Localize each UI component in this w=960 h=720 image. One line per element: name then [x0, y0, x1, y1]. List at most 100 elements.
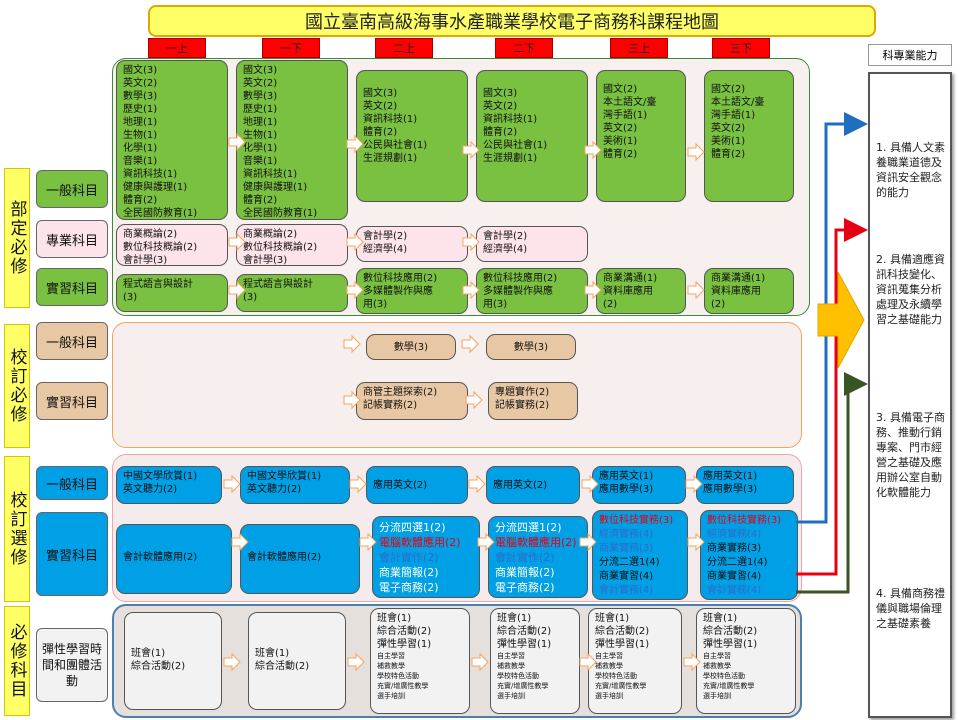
course-line: 會計實作(2)	[495, 551, 555, 564]
course-box: 商業溝通(1) 資料庫應用 (2)	[704, 268, 794, 314]
section-label-school-required: 校訂必修	[4, 324, 30, 448]
course-line: 綜合活動(2)	[595, 626, 650, 637]
course-line-small: 選手培訓	[703, 692, 731, 700]
course-box: 分流四選1(2)電腦軟體應用(2)會計實作(2)商業簡報(2)電子商務(2)	[488, 516, 588, 598]
course-line-small: 學校特色活動	[377, 672, 419, 680]
course-line: 公民與社會(1)	[483, 140, 548, 151]
course-line: (2)	[711, 299, 726, 310]
course-box: 國文(2)本土語文/臺灣手語(1)英文(2)美術(1)體育(2)	[596, 70, 686, 202]
course-line: 地理(1)	[243, 117, 278, 128]
course-line: 電子商務(2)	[495, 581, 555, 594]
course-line: 應用英文(1)	[703, 471, 758, 482]
course-line-small: 選手培訓	[497, 692, 525, 700]
course-box: 中國文學欣賞(1)英文聽力(2)	[240, 466, 350, 504]
course-line-small: 充實/增廣性教學	[377, 682, 429, 690]
course-line: 灣手語(1)	[711, 110, 756, 121]
course-line: 美術(1)	[711, 136, 746, 147]
course-line: 英文聽力(2)	[123, 484, 178, 495]
category-dept-practice: 實習科目	[36, 268, 108, 306]
course-line: 體育(2)	[243, 195, 278, 206]
course-line: 生物(1)	[123, 130, 158, 141]
course-line: 體育(2)	[363, 127, 398, 138]
course-line: 記帳實務(2)	[495, 400, 550, 411]
course-line: 綜合活動(2)	[255, 661, 310, 672]
course-line: 彈性學習(1)	[703, 639, 758, 650]
course-line: 經濟實務(4)	[707, 529, 762, 540]
course-box: 數學(3)	[366, 334, 456, 360]
course-box: 國文(3)英文(2)資訊科技(1)體育(2)公民與社會(1)生涯規劃(1)	[476, 70, 588, 202]
course-line: 化學(1)	[123, 143, 158, 154]
course-line: 健康與護理(1)	[243, 182, 308, 193]
course-line: 數學(3)	[513, 342, 549, 353]
section-label-required-subjects: 必修科目	[4, 606, 30, 716]
course-line: 全民國防教育(1)	[243, 208, 318, 219]
course-box: 數位科技應用(2)多媒體製作與應用(3)	[476, 268, 588, 314]
semester-2-1: 二上	[375, 38, 433, 58]
course-line: 商業概論(2)	[123, 229, 178, 240]
course-line: 電子商務(2)	[379, 581, 439, 594]
course-line: 商業簡報(2)	[379, 566, 439, 579]
course-box: 數位科技應用(2)多媒體製作與應用(3)	[356, 268, 468, 314]
course-box: 數學(3)	[486, 334, 576, 360]
course-line: 商業概論(2)	[243, 229, 298, 240]
course-line: 班會(1)	[703, 613, 738, 624]
course-box: 班會(1)綜合活動(2)彈性學習(1)自主學習補救教學學校特色活動充實/增廣性教…	[370, 608, 470, 714]
semester-1-1: 一上	[148, 38, 206, 58]
course-box: 數位科技實務(3)經濟實務(4)商業實務(3)分流二選1(4)商業實習(4)會計…	[700, 510, 798, 600]
course-line: 數學(3)	[123, 91, 158, 102]
section-label-school-elective: 校訂選修	[4, 456, 30, 602]
category-sch-req-practice: 實習科目	[36, 382, 108, 420]
course-line: 分流四選1(2)	[495, 521, 562, 534]
section-label-dept-required: 部定必修	[4, 168, 30, 308]
course-line: 商業實習(4)	[707, 571, 762, 582]
course-line: 資料庫應用	[711, 286, 761, 297]
course-line: 國文(3)	[363, 88, 398, 99]
course-line: 分流二選1(4)	[707, 557, 768, 568]
course-line: 資訊科技(1)	[123, 169, 178, 180]
course-line: 商業簡報(2)	[495, 566, 555, 579]
capability-4: 4. 具備商務禮儀與職場倫理之基礎素養	[876, 587, 945, 630]
course-box: 國文(3)英文(2)資訊科技(1)體育(2)公民與社會(1)生涯規劃(1)	[356, 70, 468, 202]
category-dept-professional: 專業科目	[36, 220, 108, 258]
course-line: 全民國防教育(1)	[123, 208, 198, 219]
course-line: 會計學(2)	[483, 231, 528, 242]
course-line: (3)	[243, 292, 258, 303]
category-flex: 彈性學習時間和團體活動	[36, 628, 108, 702]
category-elec-general: 一般科目	[36, 466, 108, 500]
course-box: 程式語言與設計(3)	[236, 274, 348, 312]
course-line: 英文(2)	[483, 101, 518, 112]
course-line: 班會(1)	[377, 613, 412, 624]
course-line: 班會(1)	[131, 648, 166, 659]
course-line: 商業溝通(1)	[603, 273, 658, 284]
course-line: 本土語文/臺	[711, 97, 765, 108]
course-line: 音樂(1)	[123, 156, 158, 167]
page-title: 國立臺南高級海事水產職業學校電子商務科課程地圖	[148, 5, 876, 37]
course-box: 班會(1)綜合活動(2)	[124, 612, 222, 710]
capability-2: 2. 具備適應資訊科技變化、資訊蒐集分析處理及永續學習之基礎能力	[876, 253, 945, 326]
course-box: 班會(1)綜合活動(2)彈性學習(1)自主學習補救教學學校特色活動充實/增廣性教…	[696, 608, 796, 714]
course-line: 商業溝通(1)	[711, 273, 766, 284]
course-line: 國文(3)	[483, 88, 518, 99]
course-line: 歷史(1)	[243, 104, 278, 115]
course-line: 英文(2)	[363, 101, 398, 112]
course-box: 國文(3)英文(2)數學(3)歷史(1)地理(1)生物(1)化學(1)音樂(1)…	[116, 60, 228, 220]
course-line: 英文聽力(2)	[247, 484, 302, 495]
course-line: 彈性學習(1)	[497, 639, 552, 650]
course-line: 多媒體製作與應	[483, 286, 553, 297]
course-line: 分流二選1(4)	[599, 557, 660, 568]
course-box: 國文(3)英文(2)數學(3)歷史(1)地理(1)生物(1)化學(1)音樂(1)…	[236, 60, 348, 220]
course-line: 音樂(1)	[243, 156, 278, 167]
course-line: 數位科技實務(3)	[599, 515, 674, 526]
course-line: 多媒體製作與應	[363, 286, 433, 297]
category-dept-general: 一般科目	[36, 170, 108, 208]
course-line: 公民與社會(1)	[363, 140, 428, 151]
course-line: 會計軟體應用(2)	[123, 552, 198, 563]
course-line: 英文(2)	[603, 123, 638, 134]
course-line: 班會(1)	[255, 648, 290, 659]
course-line: 數位科技應用(2)	[483, 273, 558, 284]
course-line: 應用數學(3)	[599, 484, 654, 495]
course-box: 應用英文(2)	[366, 466, 468, 504]
course-line: 數學(3)	[243, 91, 278, 102]
course-line: 數位科技概論(2)	[123, 242, 198, 253]
course-line: 國文(3)	[243, 65, 278, 76]
